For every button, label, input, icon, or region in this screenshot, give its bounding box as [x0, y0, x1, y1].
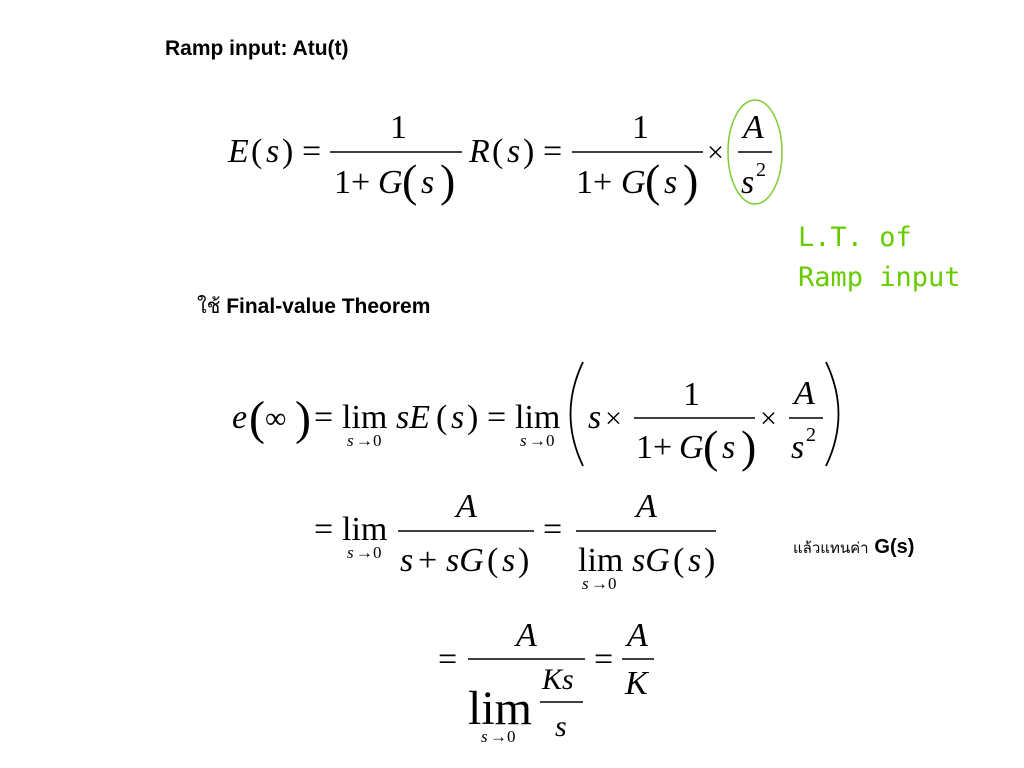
svg-text:s: s	[582, 574, 589, 593]
svg-text:s: s	[266, 133, 279, 170]
svg-text:): )	[282, 133, 293, 170]
svg-text:1+: 1+	[576, 164, 612, 201]
svg-text:lim: lim	[515, 399, 560, 436]
svg-text:lim: lim	[578, 542, 623, 579]
svg-text:×: ×	[760, 402, 777, 435]
svg-text:E: E	[227, 133, 249, 170]
svg-text:A: A	[514, 617, 537, 654]
ramp-input-heading: Ramp input: Atu(t)	[165, 37, 349, 60]
final-value-heading: ใช้ Final-value Theorem	[197, 290, 430, 322]
svg-text:1: 1	[632, 109, 649, 146]
annotation-lt-of: L.T. of	[798, 222, 912, 253]
svg-text:A: A	[741, 109, 764, 146]
svg-text:(: (	[492, 133, 503, 170]
svg-text:A: A	[625, 617, 648, 654]
svg-text:A: A	[454, 488, 477, 525]
svg-text:A: A	[634, 488, 657, 525]
svg-text:(: (	[251, 133, 262, 170]
svg-text:s: s	[664, 164, 677, 201]
svg-text:lim: lim	[342, 511, 387, 548]
svg-text:): )	[704, 542, 715, 579]
svg-text:s: s	[688, 542, 701, 579]
svg-text:(: (	[673, 542, 684, 579]
svg-text:s: s	[451, 399, 464, 436]
svg-text:s: s	[400, 542, 413, 579]
svg-text:→0: →0	[591, 574, 617, 593]
equation-substitution: = lim s →0 A s + sG ( s ) = A lim s →0 s…	[314, 488, 716, 593]
svg-text:(: (	[703, 421, 718, 472]
svg-text:s: s	[502, 542, 515, 579]
annotation-ramp-input: Ramp input	[798, 262, 961, 293]
svg-text:s: s	[421, 164, 434, 201]
svg-text:lim: lim	[342, 399, 387, 436]
svg-text:=: =	[302, 133, 321, 170]
svg-text:=: =	[314, 511, 333, 548]
thai-substitute-word: แล้วแทนค่า	[793, 539, 869, 557]
svg-text:): )	[518, 542, 529, 579]
svg-text:K: K	[624, 665, 650, 702]
svg-text:→0: →0	[356, 431, 382, 450]
svg-text:): )	[467, 399, 478, 436]
svg-text:R: R	[468, 133, 490, 170]
svg-text:e: e	[232, 399, 247, 436]
svg-text:sG: sG	[446, 542, 484, 579]
svg-text:=: =	[314, 399, 333, 436]
svg-text:=: =	[438, 641, 457, 678]
svg-text:s: s	[588, 399, 601, 436]
svg-text:G: G	[378, 164, 403, 201]
svg-text:(: (	[249, 392, 265, 445]
svg-text:): )	[523, 133, 534, 170]
svg-text:1+: 1+	[636, 429, 672, 466]
svg-text:1: 1	[390, 109, 407, 146]
ramp-input-highlight	[727, 99, 783, 205]
svg-text:sG: sG	[632, 542, 670, 579]
svg-text:s: s	[520, 431, 527, 450]
svg-text:1: 1	[683, 376, 700, 413]
final-value-label: Final-value Theorem	[226, 295, 431, 318]
thai-use-word: ใช้	[197, 294, 221, 318]
svg-text:2: 2	[806, 424, 816, 446]
svg-text:lim: lim	[468, 682, 532, 735]
svg-text:=: =	[543, 133, 562, 170]
svg-text:1+: 1+	[334, 164, 370, 201]
svg-text:s: s	[481, 727, 488, 746]
svg-text:s: s	[722, 429, 735, 466]
svg-text:s: s	[507, 133, 520, 170]
svg-text:Ks: Ks	[541, 663, 574, 696]
svg-text:2: 2	[756, 159, 766, 181]
svg-text:(: (	[436, 399, 447, 436]
equation-result: = A lim s →0 Ks s = A K	[438, 617, 654, 746]
g-of-s-label: G(s)	[874, 536, 915, 558]
svg-text:): )	[741, 421, 756, 472]
svg-text:=: =	[487, 399, 506, 436]
svg-text:(: (	[645, 155, 660, 206]
svg-text:): )	[683, 155, 698, 206]
svg-text:): )	[295, 392, 311, 445]
svg-text:→0: →0	[356, 543, 382, 562]
svg-text:G: G	[621, 164, 646, 201]
equation-error-transform: E ( s ) = 1 1+ G ( s ) R ( s ) = 1 1+ G …	[227, 99, 783, 206]
svg-text:=: =	[594, 641, 613, 678]
svg-text:A: A	[792, 375, 815, 412]
svg-text:→0: →0	[490, 727, 516, 746]
svg-text:s: s	[347, 543, 354, 562]
svg-text:(: (	[402, 155, 417, 206]
svg-text:→0: →0	[529, 431, 555, 450]
svg-text:×: ×	[605, 402, 622, 435]
svg-text:): )	[440, 155, 455, 206]
svg-text:s: s	[347, 431, 354, 450]
equation-final-value: e ( ∞ ) = lim s →0 sE ( s ) = lim s →0 s…	[232, 361, 840, 472]
svg-text:×: ×	[707, 136, 724, 169]
substitute-g-heading: แล้วแทนค่า G(s)	[793, 535, 914, 560]
svg-text:(: (	[487, 542, 498, 579]
svg-text:∞: ∞	[265, 402, 286, 435]
svg-text:s: s	[555, 710, 567, 743]
svg-text:=: =	[543, 511, 562, 548]
svg-text:sE: sE	[396, 399, 430, 436]
svg-text:G: G	[679, 429, 704, 466]
svg-text:s: s	[741, 164, 754, 201]
svg-text:s: s	[791, 429, 804, 466]
svg-text:+: +	[418, 542, 437, 579]
